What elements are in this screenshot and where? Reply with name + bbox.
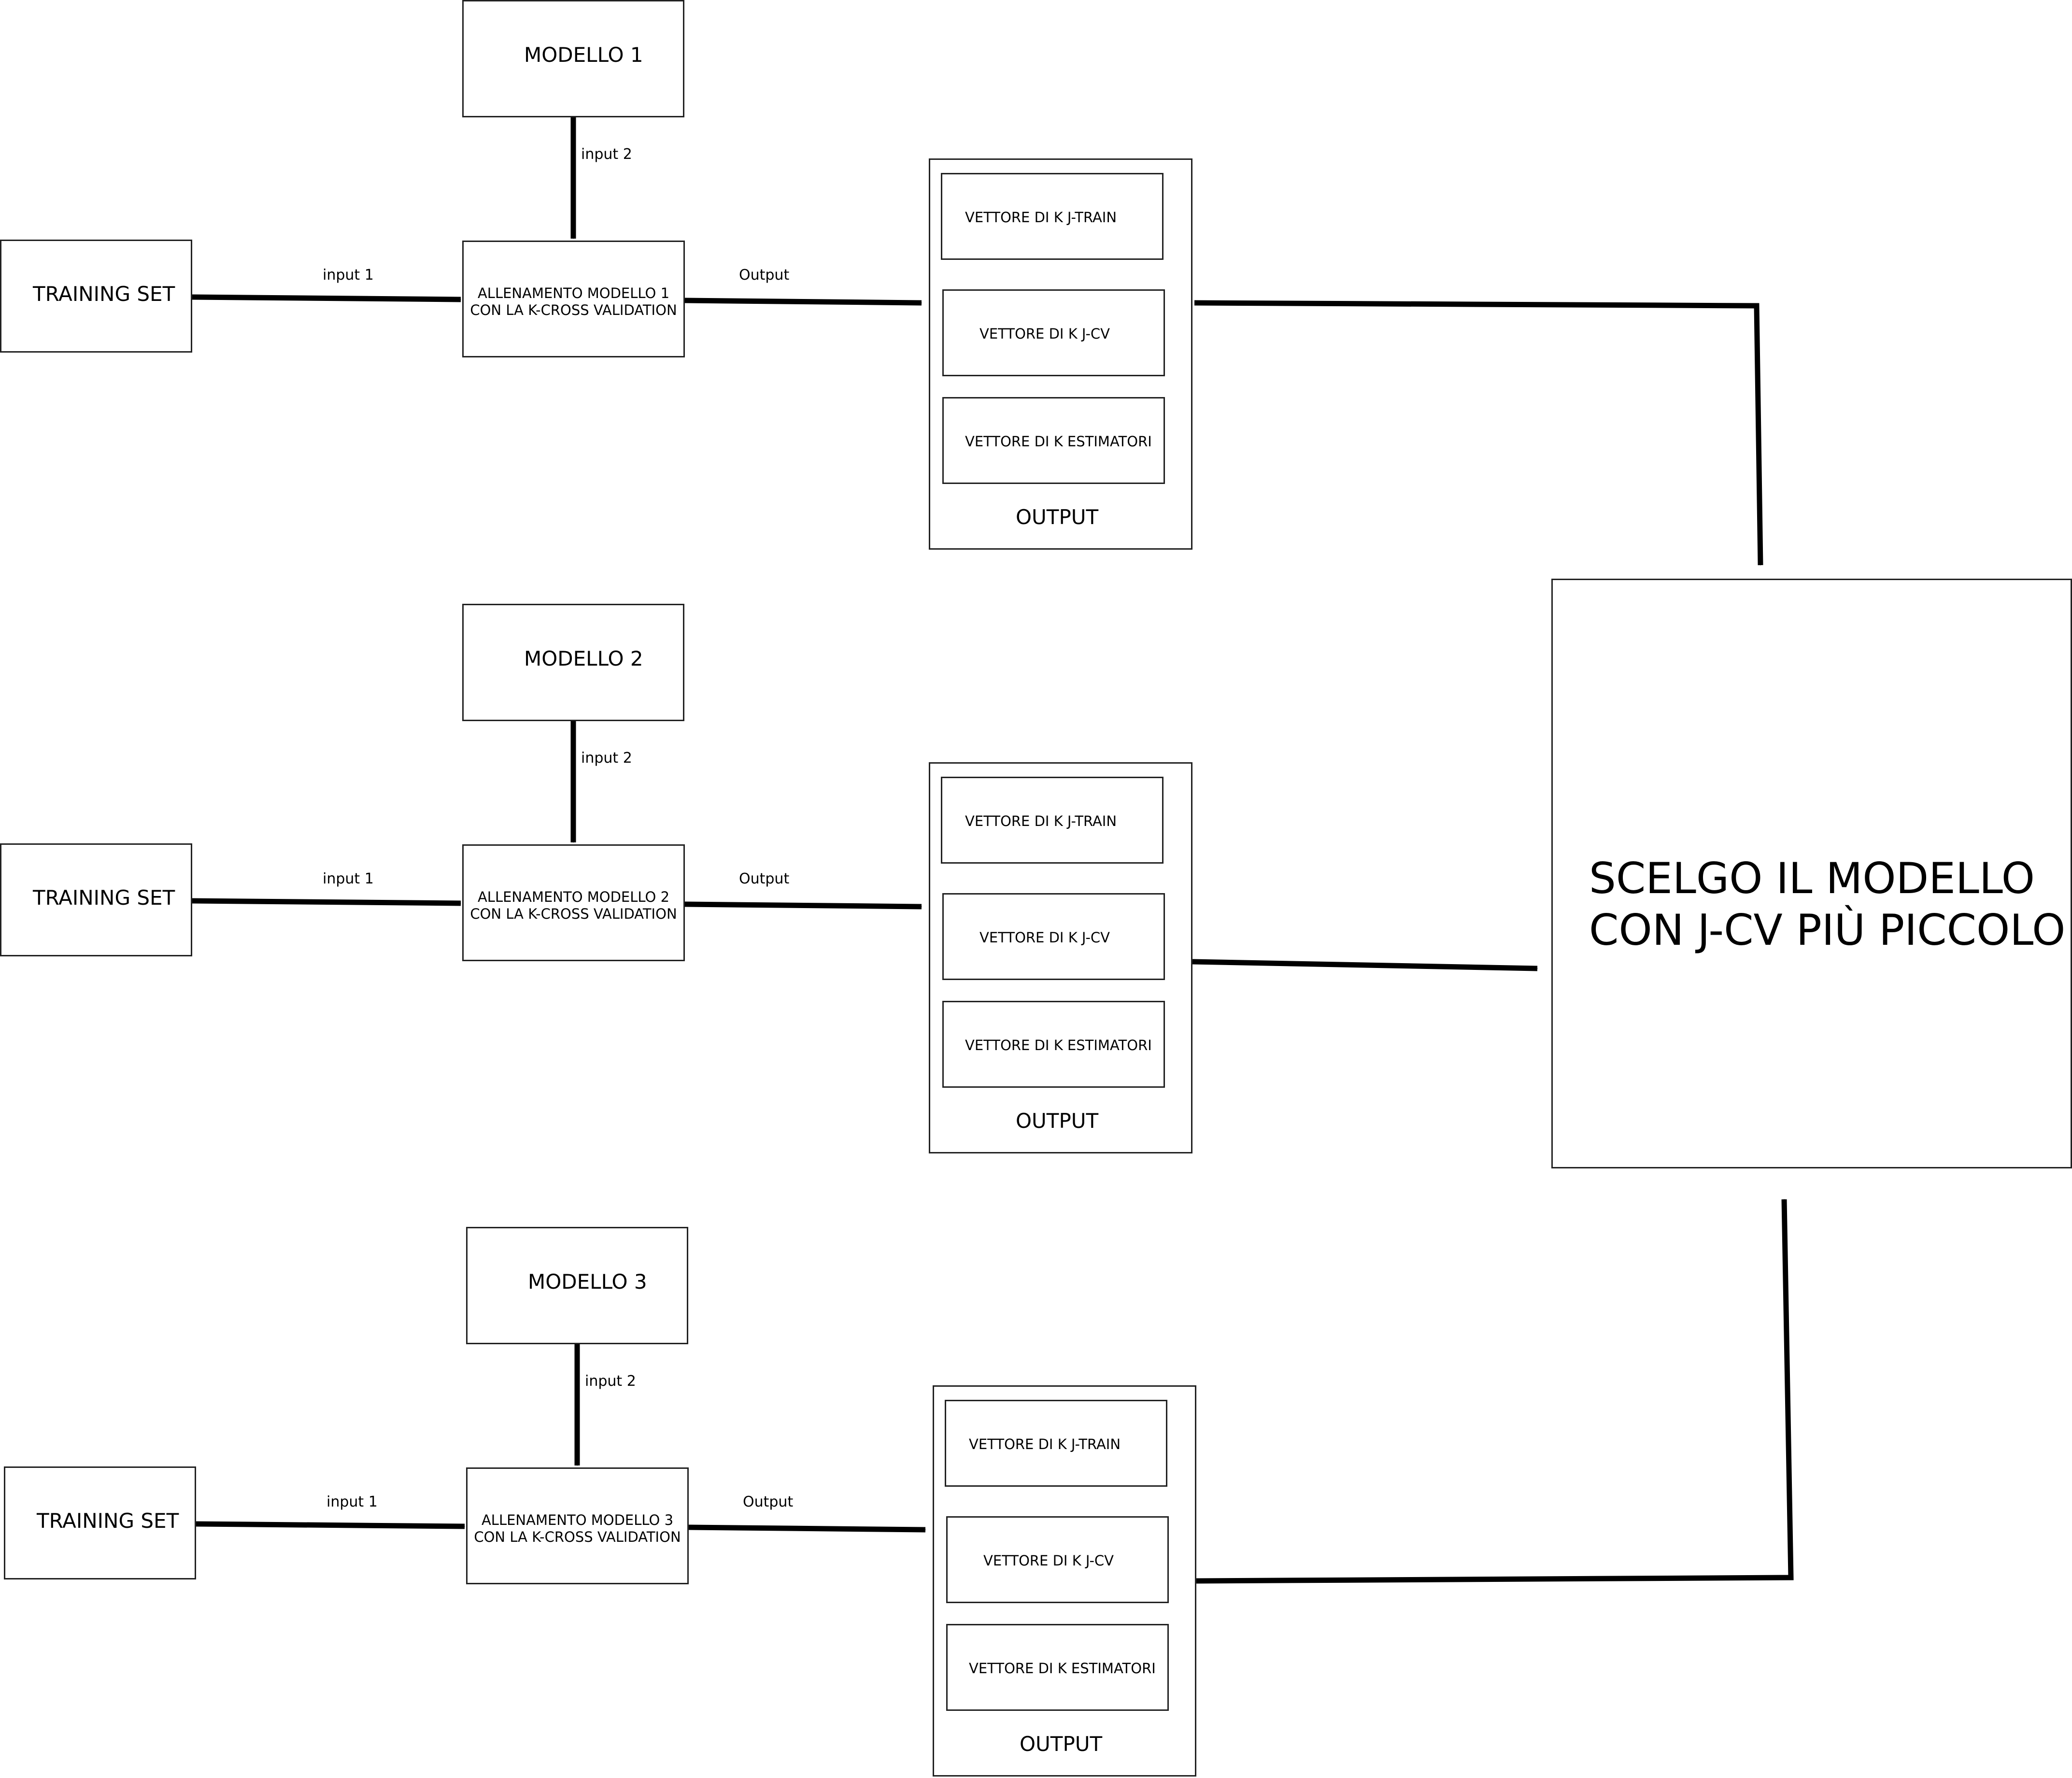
training-set-box-3	[4, 1466, 196, 1579]
modello-box-1	[462, 0, 684, 117]
output-item-box-3-3	[946, 1624, 1169, 1711]
output-title-2: OUTPUT	[1016, 1109, 1099, 1133]
training-set-box-1	[0, 240, 192, 353]
arrow-output-1	[684, 298, 922, 306]
connector-row3-to-final	[1196, 1199, 1794, 1584]
output-item-box-3-2	[946, 1516, 1169, 1603]
output-item-box-1-2	[942, 289, 1165, 376]
output-item-box-2-1	[941, 777, 1164, 864]
output-item-label-1-3: VETTORE DI K ESTIMATORI	[965, 433, 1152, 450]
arrow-output-3	[688, 1524, 926, 1533]
allenamento-label-1: ALLENAMENTO MODELLO 1 CON LA K-CROSS VAL…	[470, 285, 677, 319]
output-item-box-3-1	[945, 1400, 1167, 1487]
output-item-label-2-3: VETTORE DI K ESTIMATORI	[965, 1037, 1152, 1053]
final-decision-label: SCELGO IL MODELLO CON J-CV PIÙ PICCOLO	[1589, 853, 2066, 955]
input1-label-2: input 1	[323, 870, 374, 887]
output-item-label-2-2: VETTORE DI K J-CV	[979, 929, 1110, 946]
training-set-label-1: TRAINING SET	[33, 282, 175, 306]
output-item-box-2-3	[942, 1001, 1165, 1088]
allenamento-label-2: ALLENAMENTO MODELLO 2 CON LA K-CROSS VAL…	[470, 889, 677, 923]
input1-label-1: input 1	[323, 267, 374, 284]
arrow-input1-1	[192, 294, 461, 302]
connector-row2-to-final	[1192, 959, 1538, 971]
allenamento-box-2	[462, 844, 685, 961]
modello-label-3: MODELLO 3	[528, 1270, 647, 1294]
output-item-box-2-2	[942, 893, 1165, 980]
output-item-label-3-2: VETTORE DI K J-CV	[983, 1552, 1114, 1569]
output-arrow-label-2: Output	[739, 870, 790, 887]
output-item-box-1-1	[941, 173, 1164, 260]
final-decision-box	[1551, 579, 2072, 1168]
output-item-label-3-3: VETTORE DI K ESTIMATORI	[969, 1660, 1156, 1677]
allenamento-box-1	[462, 241, 685, 357]
connector-row1-to-final	[1194, 300, 1763, 566]
modello-box-2	[462, 604, 684, 721]
output-item-box-1-3	[942, 397, 1165, 484]
output-item-label-2-1: VETTORE DI K J-TRAIN	[965, 813, 1117, 829]
training-set-label-3: TRAINING SET	[37, 1509, 179, 1533]
training-set-box-2	[0, 843, 192, 956]
output-arrow-label-3: Output	[743, 1494, 794, 1510]
training-set-label-2: TRAINING SET	[33, 886, 175, 910]
modello-label-1: MODELLO 1	[524, 43, 643, 67]
output-title-3: OUTPUT	[1020, 1732, 1103, 1756]
input2-label-1: input 2	[581, 146, 632, 163]
modello-box-3	[466, 1227, 688, 1344]
output-arrow-label-1: Output	[739, 267, 790, 284]
input2-label-2: input 2	[581, 750, 632, 767]
output-title-1: OUTPUT	[1016, 505, 1099, 529]
input1-label-3: input 1	[326, 1494, 378, 1510]
allenamento-box-3	[466, 1467, 689, 1584]
input2-label-3: input 2	[585, 1373, 636, 1390]
arrow-input1-2	[192, 898, 461, 906]
output-item-label-3-1: VETTORE DI K J-TRAIN	[969, 1436, 1121, 1452]
arrow-input1-3	[196, 1521, 465, 1529]
modello-label-2: MODELLO 2	[524, 647, 643, 670]
allenamento-label-3: ALLENAMENTO MODELLO 3 CON LA K-CROSS VAL…	[474, 1512, 681, 1546]
output-item-label-1-1: VETTORE DI K J-TRAIN	[965, 209, 1117, 226]
arrow-output-2	[684, 901, 922, 910]
output-item-label-1-2: VETTORE DI K J-CV	[979, 326, 1110, 342]
